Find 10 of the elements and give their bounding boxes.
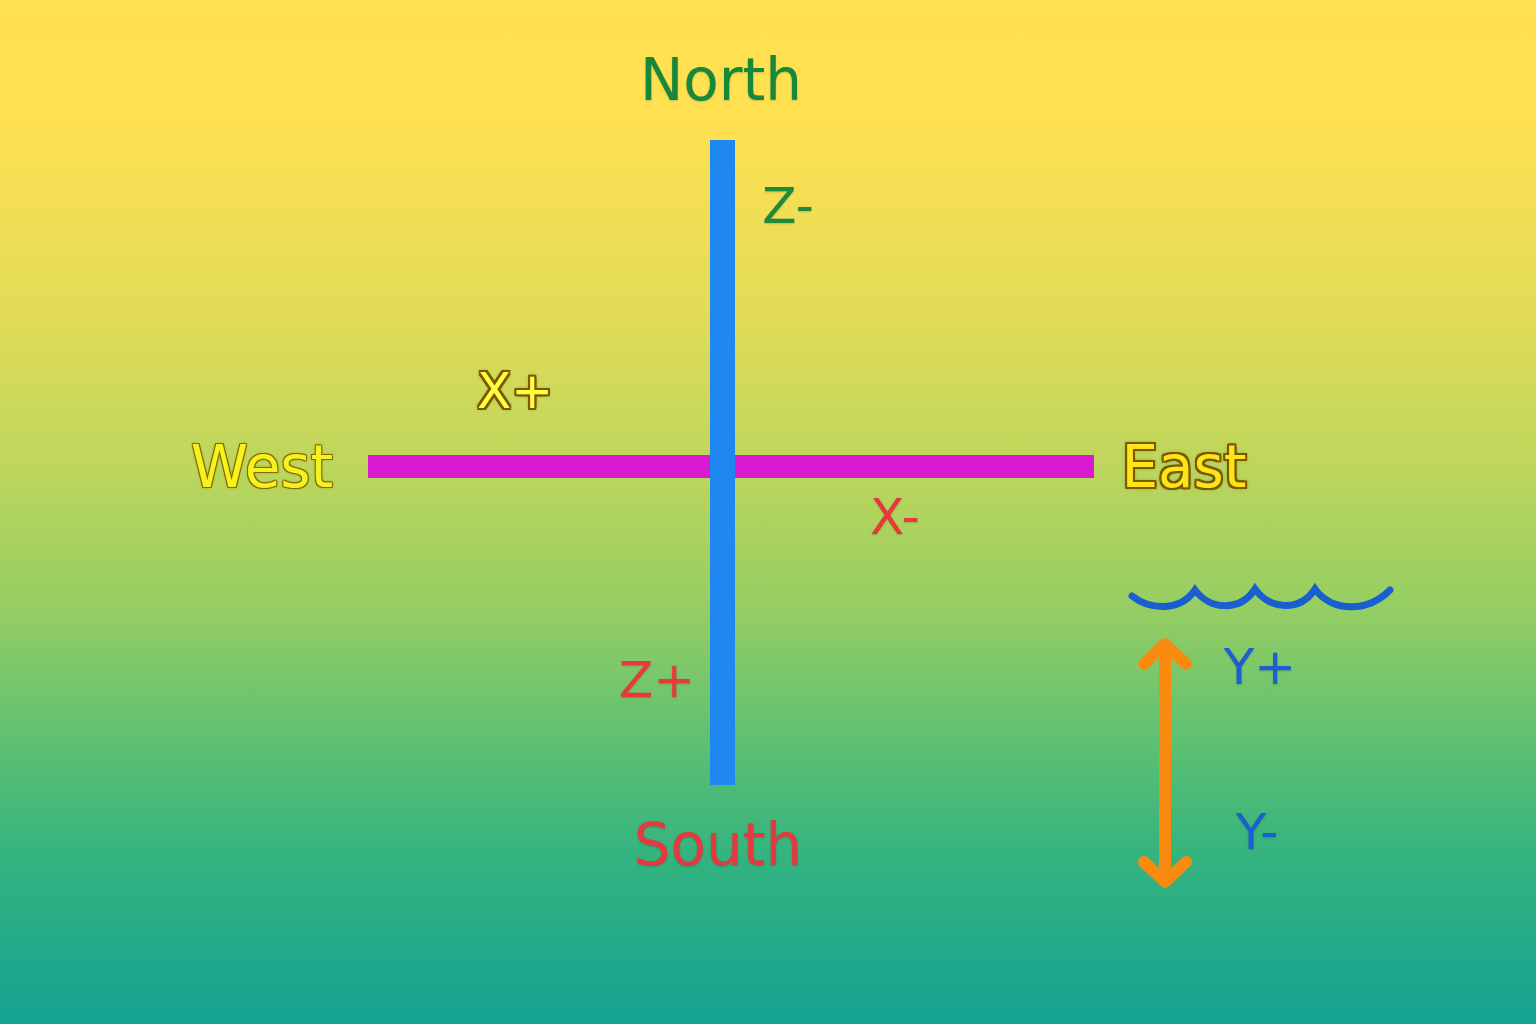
axis-label: Z- [762,181,814,231]
compass-label: North [639,51,803,109]
axis-label: Y+ [1223,642,1297,692]
axis-label: X- [870,492,920,542]
axis-label: Z+ [618,655,696,705]
compass-label: South [633,816,803,874]
axis-label: Y- [1235,807,1279,857]
compass-label: East [1121,438,1247,496]
axis-label: X+ [476,366,554,416]
compass-label: West [190,438,334,496]
